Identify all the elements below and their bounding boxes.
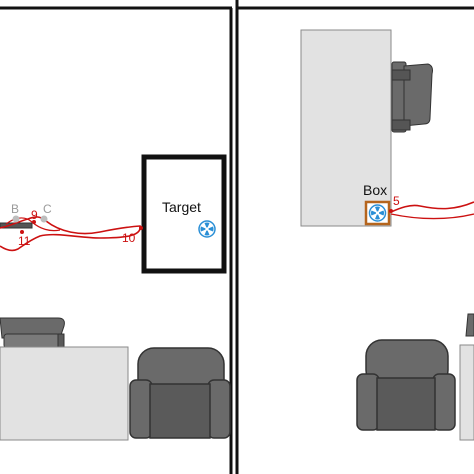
- box-label: Box: [363, 182, 387, 198]
- desk-top-right: [300, 29, 392, 227]
- left-room-panel: Target B C 9 11 10: [0, 6, 233, 474]
- right-room-panel: Box 5: [237, 6, 474, 441]
- armchair-icon: [129, 347, 231, 439]
- trajectory-path: [0, 216, 141, 252]
- trajectory-point-c: [40, 215, 48, 223]
- fan-icon: [198, 220, 216, 238]
- trajectory-point-5: [389, 209, 393, 213]
- fan-icon: [368, 204, 387, 222]
- armchair-icon: [356, 339, 456, 431]
- office-chair-icon: [0, 317, 65, 349]
- trajectory-point-11: [20, 230, 24, 234]
- point-label-11: 11: [18, 234, 31, 248]
- point-label-c: C: [43, 202, 52, 216]
- trajectory-path-secondary: [390, 213, 474, 220]
- point-label-5: 5: [393, 194, 400, 208]
- office-chair-icon: [391, 61, 433, 133]
- target-label: Target: [162, 199, 201, 215]
- target-enclosure: [141, 154, 227, 274]
- office-chair-icon: [465, 313, 474, 337]
- trajectory-path: [390, 201, 474, 213]
- trajectory-point-b: [12, 215, 20, 223]
- desk-bottom-left: [0, 346, 129, 441]
- point-label-10: 10: [122, 231, 136, 245]
- trajectory-point-10: [139, 226, 143, 230]
- point-label-9: 9: [31, 208, 38, 222]
- point-label-b: B: [11, 202, 19, 216]
- desk-bottom-right: [459, 344, 474, 441]
- trajectory-point-9: [32, 220, 36, 224]
